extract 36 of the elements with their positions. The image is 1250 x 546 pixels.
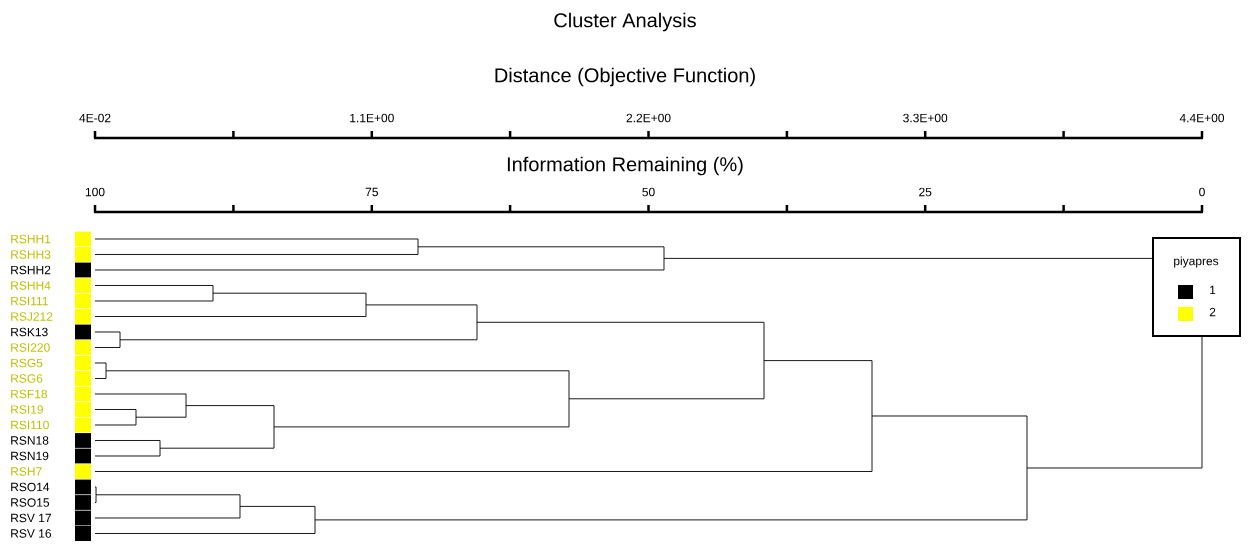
leaf-label: RSV 16 bbox=[11, 529, 52, 538]
leaf-label: RSK13 bbox=[11, 327, 48, 337]
title: Cluster Analysis bbox=[554, 12, 696, 32]
tick-label: 100 bbox=[85, 187, 105, 197]
legend-label: 1 bbox=[1210, 285, 1216, 295]
leaf-label: RSHH1 bbox=[11, 234, 51, 244]
leaf-label: RSF18 bbox=[11, 389, 48, 399]
tick-label: 50 bbox=[642, 187, 655, 197]
leaf-label: RSI111 bbox=[11, 296, 48, 306]
tick-label: 2.2E+00 bbox=[626, 113, 671, 123]
leaf-label: RSHH4 bbox=[11, 281, 51, 290]
legend-title: piyapres bbox=[1174, 256, 1219, 268]
tick-label: 25 bbox=[919, 187, 932, 197]
leaf-label: RSO14 bbox=[11, 482, 50, 492]
leaf-label: RSJ212 bbox=[11, 312, 53, 321]
leaf-label: RSN19 bbox=[11, 451, 49, 461]
leaf-label: RSI110 bbox=[11, 420, 49, 430]
tick-label: 4.4E+00 bbox=[1179, 113, 1225, 123]
axis-title: Information Remaining (%) bbox=[507, 156, 743, 176]
tick-label: 3.3E+00 bbox=[903, 113, 948, 123]
leaf-label: RSV 17 bbox=[11, 513, 51, 523]
leaf-label: RSI220 bbox=[11, 343, 50, 352]
tick-label: 1.1E+00 bbox=[350, 113, 394, 123]
leaf-label: RSG5 bbox=[11, 358, 43, 368]
leaf-label: RSG6 bbox=[11, 374, 43, 383]
leaf-label: RSHH2 bbox=[11, 265, 51, 275]
legend-label: 2 bbox=[1209, 307, 1216, 317]
leaf-label: RSHH3 bbox=[11, 250, 51, 259]
leaf-label: RSN18 bbox=[11, 436, 49, 445]
leaf-label: RSI19 bbox=[11, 405, 43, 414]
leaf-label: RSO15 bbox=[11, 498, 50, 507]
tick-label: 4E-02 bbox=[79, 113, 111, 123]
leaf-label: RSH7 bbox=[11, 467, 42, 476]
tick-label: 0 bbox=[1199, 187, 1205, 197]
tick-label: 75 bbox=[365, 187, 378, 197]
axis-title: Distance (Objective Function) bbox=[495, 67, 755, 87]
